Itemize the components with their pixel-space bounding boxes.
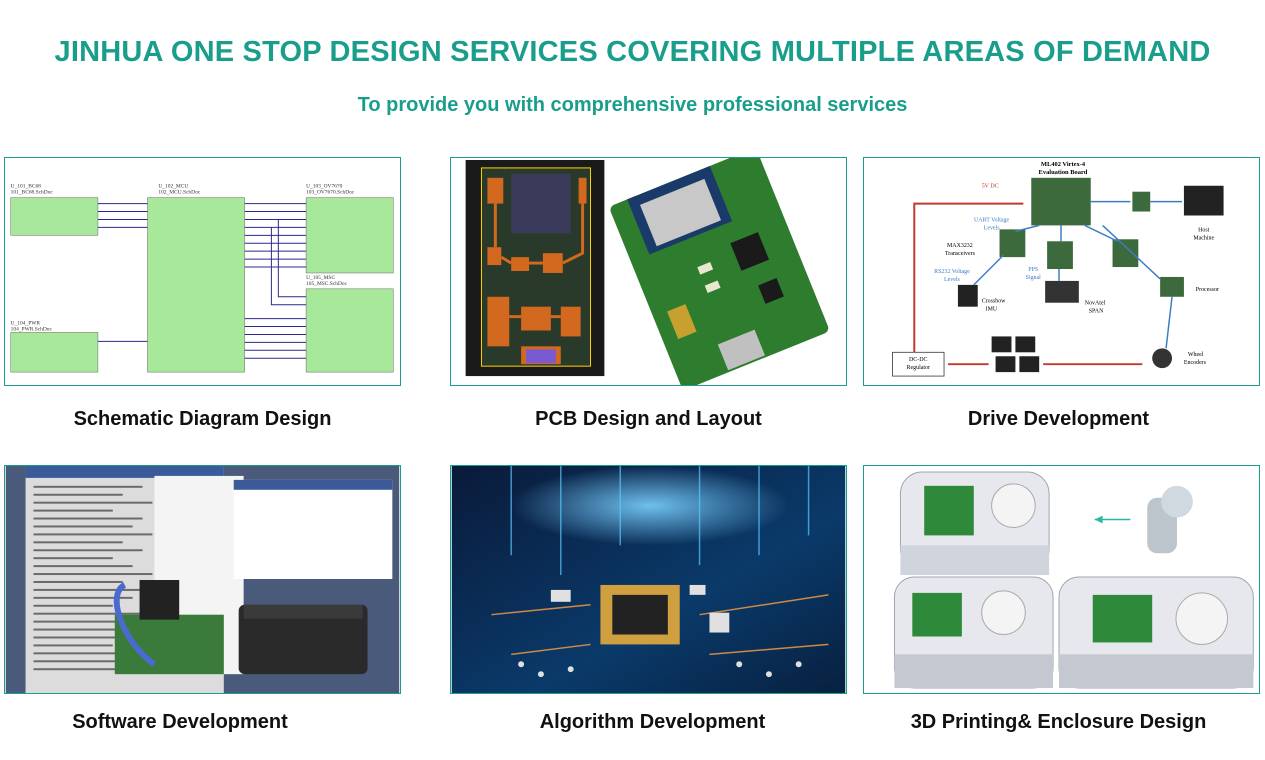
- enclosure-image: [863, 465, 1260, 694]
- drive-label: DC-DC: [909, 357, 928, 363]
- drive-label: Host: [1198, 227, 1210, 233]
- software-image: [4, 465, 401, 694]
- drive-label: Crossbow: [982, 299, 1006, 305]
- drive-label: 5V DC: [982, 184, 999, 190]
- pcb-image: [450, 157, 847, 386]
- service-label-algorithm: Algorithm Development: [539, 711, 766, 733]
- drive-label: Levels: [984, 225, 1001, 231]
- service-label-software: Software Development: [72, 711, 288, 733]
- schematic-label: U_105_MSC: [306, 275, 335, 281]
- drive-label: Signal: [1026, 275, 1042, 281]
- schematic-label: 101_BC68.SchDoc: [11, 190, 54, 196]
- schematic-label: 104_PWR.SchDoc: [11, 326, 53, 332]
- schematic-label: U_101_BC68: [11, 184, 41, 190]
- drive-label: ML402 Virtex-4: [1041, 161, 1086, 168]
- drive-label: Machine: [1193, 235, 1214, 241]
- schematic-label: U_104_PWR: [11, 321, 41, 327]
- drive-label: NovAtel: [1085, 301, 1106, 307]
- drive-label: Wheel: [1188, 352, 1204, 358]
- drive-label: Evaluation Board: [1039, 169, 1088, 176]
- page-title: JINHUA ONE STOP DESIGN SERVICES COVERING…: [54, 36, 1211, 68]
- service-label-pcb: PCB Design and Layout: [535, 408, 762, 430]
- drive-label: RS232 Voltage: [934, 269, 970, 275]
- drive-label: PPS: [1028, 267, 1038, 273]
- drive-label: Processor: [1196, 287, 1219, 293]
- schematic-label: 102_MCU.SchDoc: [158, 190, 200, 196]
- page-subtitle: To provide you with comprehensive profes…: [357, 94, 908, 116]
- service-label-enclosure: 3D Printing& Enclosure Design: [910, 711, 1207, 733]
- schematic-label: 105_MSC.SchDoc: [306, 281, 348, 287]
- schematic-label: U_103_OV7670: [306, 184, 343, 190]
- service-label-schematic: Schematic Diagram Design: [73, 408, 332, 430]
- service-label-drive: Drive Development: [967, 408, 1150, 430]
- schematic-label: 103_OV7670.SchDoc: [306, 190, 355, 196]
- drive-label: IMU: [986, 307, 998, 313]
- drive-label: MAX3232: [947, 243, 973, 249]
- schematic-label: U_102_MCU: [158, 184, 188, 190]
- drive-label: Levels: [944, 277, 961, 283]
- algorithm-image: [450, 465, 847, 694]
- schematic-image: U_101_BC68 101_BC68.SchDoc U_102_MCU 102…: [4, 157, 401, 386]
- drive-label: SPAN: [1089, 309, 1104, 315]
- drive-label: Transceivers: [945, 251, 976, 257]
- drive-label: UART Voltage: [974, 217, 1009, 223]
- drive-label: Encoders: [1184, 360, 1207, 366]
- drive-label: Regulator: [907, 365, 930, 371]
- drive-image: ML402 Virtex-4 Evaluation Board Host Mac…: [863, 157, 1260, 386]
